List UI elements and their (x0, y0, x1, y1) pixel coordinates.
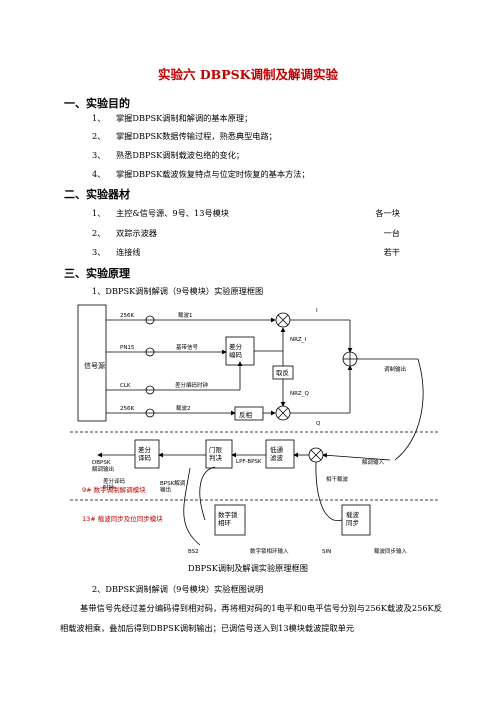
label-demod-out: 解调输出 (92, 465, 114, 473)
list-item: 2、 掌握DBPSK数据传输过程，熟悉典型电路； (0, 130, 496, 142)
label-q: Q (316, 421, 321, 427)
item-quantity: 若干 (383, 247, 400, 257)
item-quantity: 一台 (383, 228, 400, 238)
lowpass-box: 低通滤波 (270, 445, 284, 462)
label-i: I (316, 308, 318, 314)
label-coherent-carrier: 相干载波 (326, 475, 349, 483)
item-text: 熟悉DBPSK调制载波包络的变化； (116, 150, 245, 160)
label-baseband: 基带信号 (176, 343, 199, 351)
item-text: 掌握DBPSK载波恢复特点与位定时恢复的基本方法； (116, 169, 310, 179)
list-item: 2、 双踪示波器 一台 (0, 227, 496, 239)
carrier-sync-box: 载波同步 (346, 510, 360, 527)
item-text: 双踪示波器 (116, 228, 157, 238)
list-item: 1、 主控&信号源、9号、13号模块 各一块 (0, 207, 496, 219)
label-256k-2: 256K (120, 406, 134, 412)
item-quantity: 各一块 (375, 208, 400, 218)
subsection-title: 2、DBPSK调制解调（9号模块）实验框图说明 (92, 584, 264, 594)
label-nrz-q: NRZ_Q (290, 391, 309, 397)
item-number: 4、 (92, 169, 106, 179)
diff-decode-box: 差分译码 (138, 445, 152, 462)
invert-box: 取反 (276, 368, 290, 377)
label-diff-clock: 差分编码时钟 (175, 381, 209, 389)
label-bs2: BS2 (188, 549, 199, 555)
list-item: 1、 掌握DBPSK调制和解调的基本原理； (0, 112, 496, 124)
body-paragraph: 基带信号先经过差分编码得到相对码，再将相对码的1电平和0电平信号分别与256K载… (60, 603, 442, 633)
item-text: 掌握DBPSK调制和解调的基本原理； (116, 113, 253, 123)
label-demod-in: 解调输入 (362, 458, 385, 466)
module13-label: 13# 载波同步及位同步模块 (82, 514, 163, 523)
section-heading-principle: 三、实验原理 (64, 267, 130, 280)
item-number: 3、 (92, 247, 106, 257)
label-carrier-sync-in: 载波同步输入 (374, 547, 408, 555)
list-item: 3、 连接线 若干 (0, 246, 496, 258)
label-dbpsk: DBPSK (92, 460, 111, 466)
figure-caption: DBPSK调制及解调实验原理框图 (188, 563, 308, 573)
label-clk: CLK (120, 383, 131, 389)
signal-source-label: 信号源 (84, 361, 105, 370)
label-carrier1: 载波1 (178, 311, 193, 319)
item-text: 主控&信号源、9号、13号模块 (116, 208, 229, 218)
section-heading-equipment: 二、实验器材 (64, 188, 130, 201)
item-text: 掌握DBPSK数据传输过程，熟悉典型电路； (116, 131, 277, 141)
label-dpll-in: 数字锁相环输入 (250, 547, 289, 555)
label-carrier2: 载波2 (176, 404, 191, 412)
list-item: 3、 熟悉DBPSK调制载波包络的变化； (0, 149, 496, 161)
item-text: 连接线 (116, 247, 141, 257)
item-number: 1、 (92, 113, 106, 123)
label-sin: SIN (322, 549, 331, 555)
phase-invert-box: 反相 (239, 410, 253, 419)
label-lpf: LPF-BPSK (236, 459, 262, 465)
label-bpsk-demod-out: BPSK解调输出 (160, 479, 186, 494)
subsection-title: 1、DBPSK调制解调（9号模块）实验原理框图 (92, 286, 264, 296)
page-title: 实验六 DBPSK调制及解调实验 (157, 67, 339, 82)
item-number: 3、 (92, 150, 106, 160)
digital-pll-box: 数字锁相环 (218, 510, 238, 527)
label-diff-decode-clock: 差分译码时钟 (103, 477, 126, 492)
label-256k: 256K (120, 313, 134, 319)
label-mod-out: 调制输出 (384, 365, 406, 373)
diff-encode-box: 差分编码 (229, 342, 243, 359)
label-pn15: PN15 (120, 345, 135, 351)
item-number: 2、 (92, 131, 106, 141)
module9-label: 9# 数字调制解调模块 (82, 485, 146, 494)
threshold-box: 门限判决 (209, 445, 223, 462)
list-item: 4、 掌握DBPSK载波恢复特点与位定时恢复的基本方法； (0, 168, 496, 180)
item-number: 2、 (92, 228, 106, 238)
section-heading-purpose: 一、实验目的 (64, 97, 130, 110)
label-nrz-i: NRZ_I (290, 337, 306, 343)
item-number: 1、 (92, 208, 106, 218)
